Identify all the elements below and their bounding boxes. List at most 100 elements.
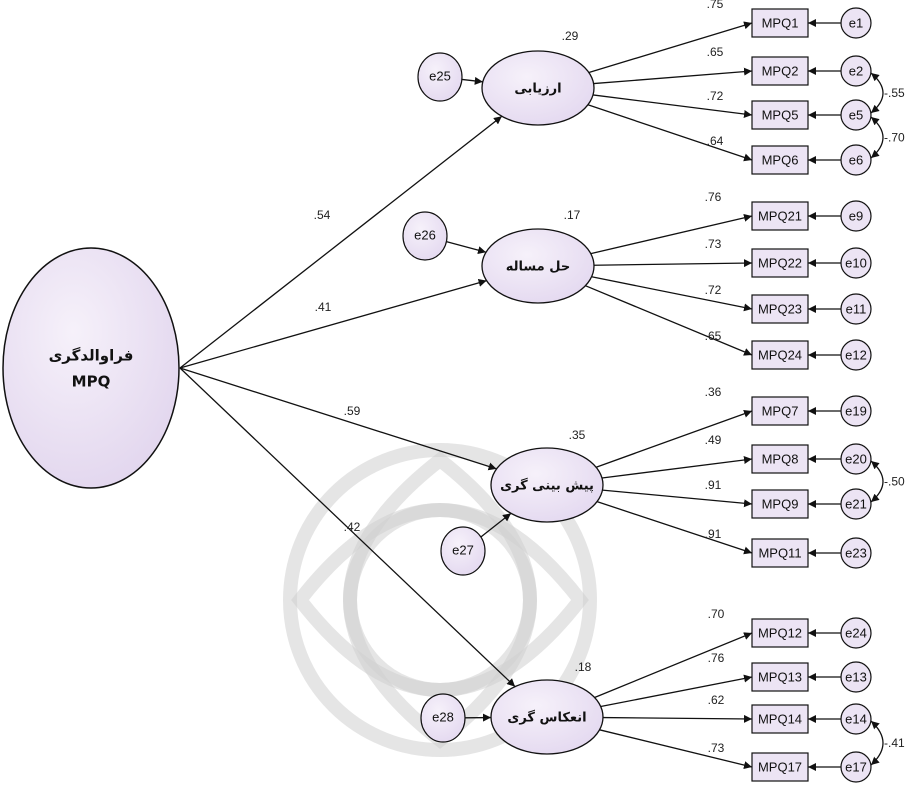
disturbance-label-e27: e27	[452, 542, 474, 557]
r-squared-f4: .18	[575, 660, 592, 674]
item-label-MPQ8: MPQ8	[762, 451, 799, 466]
item-box-MPQ24	[751, 340, 809, 370]
loading-label-MPQ17: .73	[708, 741, 725, 755]
loading-arrow-MPQ24	[585, 285, 753, 356]
loading-arrow-MPQ8	[601, 456, 753, 479]
structural-path-f2	[179, 278, 487, 369]
item-label-MPQ12: MPQ12	[758, 625, 802, 640]
correlation-curve-e14-e17	[870, 720, 884, 766]
disturbance-ellipse-e25	[417, 52, 463, 102]
correlation-value-e14-e17: -.41	[884, 736, 905, 750]
loading-arrow-MPQ7	[595, 409, 753, 468]
error-label-e23: e23	[845, 545, 867, 560]
disturbance-arrow-e27	[480, 512, 512, 538]
item-label-MPQ17: MPQ17	[758, 759, 802, 774]
second-order-abbrev: MPQ	[72, 373, 111, 391]
factor-label-f3: پیش بینی گری	[500, 478, 594, 494]
disturbance-label-e25: e25	[429, 68, 451, 83]
item-label-MPQ2: MPQ2	[762, 63, 799, 78]
error-label-e19: e19	[845, 403, 867, 418]
disturbance-ellipse-e28	[420, 693, 466, 743]
loading-arrow-MPQ12	[594, 632, 753, 699]
loading-arrow-MPQ6	[587, 104, 753, 162]
loading-label-MPQ14: .62	[708, 693, 725, 707]
r-squared-f2: .17	[564, 208, 581, 222]
item-label-MPQ14: MPQ14	[758, 711, 802, 726]
disturbance-label-e26: e26	[414, 227, 436, 242]
error-label-e14: e14	[845, 711, 867, 726]
loading-label-MPQ9: .91	[705, 478, 722, 492]
loading-arrow-MPQ17	[599, 729, 753, 769]
item-box-MPQ23	[751, 294, 809, 324]
structural-path-f1	[179, 115, 503, 369]
loading-label-MPQ11: .91	[705, 527, 722, 541]
error-circle-e6	[840, 144, 872, 176]
structural-path-f4	[179, 367, 516, 688]
correlation-value-e20-e21: -.50	[884, 475, 905, 489]
error-label-e13: e13	[845, 669, 867, 684]
item-box-MPQ13	[751, 662, 809, 692]
factor-label-f2: حل مساله	[506, 260, 570, 275]
correlation-value-e5-e6: -.70	[884, 131, 905, 145]
error-circle-e20	[840, 443, 872, 475]
item-box-MPQ7	[751, 396, 809, 426]
item-label-MPQ7: MPQ7	[762, 403, 799, 418]
correlation-curve-e20-e21	[870, 460, 884, 503]
disturbance-ellipse-e26	[402, 211, 448, 261]
factor-ellipse-f4	[490, 679, 604, 755]
disturbance-label-e28: e28	[432, 709, 454, 724]
item-box-MPQ9	[751, 489, 809, 519]
item-box-MPQ8	[751, 444, 809, 474]
error-label-e9: e9	[849, 208, 863, 223]
disturbance-arrow-e25	[461, 76, 483, 85]
item-label-MPQ6: MPQ6	[762, 152, 799, 167]
error-circle-e2	[840, 55, 872, 87]
loading-label-MPQ21: .76	[705, 190, 722, 204]
item-box-MPQ14	[751, 704, 809, 734]
loading-arrow-MPQ11	[596, 500, 753, 555]
loading-arrow-MPQ22	[593, 259, 753, 268]
loading-arrow-MPQ5	[592, 94, 753, 118]
item-label-MPQ23: MPQ23	[758, 301, 802, 316]
item-box-MPQ2	[751, 56, 809, 86]
error-circle-e1	[840, 7, 872, 39]
loading-label-MPQ24: .65	[705, 329, 722, 343]
structural-path-f3	[179, 367, 497, 471]
factor-ellipse-f3	[490, 447, 604, 523]
error-circle-e12	[840, 339, 872, 371]
item-box-MPQ1	[751, 8, 809, 38]
item-box-MPQ5	[751, 100, 809, 130]
item-label-MPQ5: MPQ5	[762, 107, 799, 122]
path-coefficient-f4: .42	[344, 520, 361, 534]
error-label-e17: e17	[845, 759, 867, 774]
path-coefficient-f3: .59	[344, 404, 361, 418]
error-label-e12: e12	[845, 347, 867, 362]
loading-label-MPQ12: .70	[708, 607, 725, 621]
loading-arrow-MPQ1	[588, 21, 753, 74]
disturbance-arrow-e26	[446, 241, 487, 255]
error-circle-e9	[840, 200, 872, 232]
error-circle-e19	[840, 395, 872, 427]
item-box-MPQ17	[751, 752, 809, 782]
error-circle-e24	[840, 617, 872, 649]
item-box-MPQ11	[751, 538, 809, 568]
loading-label-MPQ8: .49	[705, 433, 722, 447]
correlation-curve-e5-e6	[870, 116, 884, 159]
correlation-value-e2-e5: -.55	[884, 86, 905, 100]
factor-label-f4: انعکاس گری	[507, 710, 586, 726]
error-circle-e11	[840, 293, 872, 325]
loading-label-MPQ5: .72	[707, 89, 724, 103]
item-label-MPQ21: MPQ21	[758, 208, 802, 223]
loading-label-MPQ6: .64	[707, 134, 724, 148]
error-circle-e14	[840, 703, 872, 735]
r-squared-f3: .35	[569, 428, 586, 442]
loading-arrow-MPQ14	[602, 714, 753, 723]
item-label-MPQ9: MPQ9	[762, 496, 799, 511]
item-label-MPQ13: MPQ13	[758, 669, 802, 684]
error-circle-e10	[840, 247, 872, 279]
loading-arrow-MPQ13	[600, 674, 753, 708]
item-box-MPQ22	[751, 248, 809, 278]
error-label-e10: e10	[845, 255, 867, 270]
factor-ellipse-f1	[481, 50, 595, 126]
